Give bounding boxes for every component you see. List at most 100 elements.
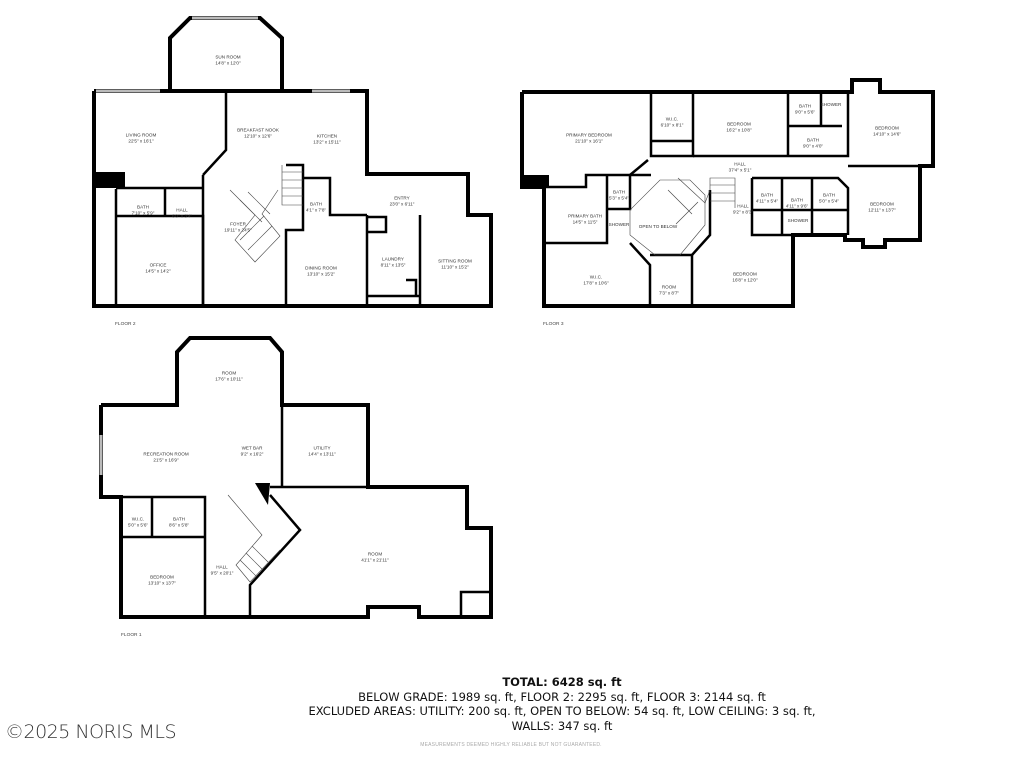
room-label: SHOWER: [788, 218, 809, 224]
room-name: W.I.C.: [131, 516, 145, 522]
disclaimer: MEASUREMENTS DEEMED HIGHLY RELIABLE BUT …: [420, 742, 602, 748]
room-dims: 14'4" x 13'11": [308, 451, 336, 456]
room-label: W.I.C.6'10" x 8'1": [661, 116, 684, 127]
room-dims: 9'0" x 4'0": [802, 143, 824, 148]
room-dims: 14'5" x 11'5": [572, 219, 598, 224]
room-name: SHOWER: [787, 218, 809, 224]
room-name: BEDROOM: [150, 574, 174, 580]
room-name: SITTING ROOM: [438, 258, 472, 264]
room-dims: 6'0" x 3'4": [171, 213, 193, 218]
room-name: BATH: [310, 201, 322, 207]
floor-1-label: FLOOR 1: [121, 633, 142, 638]
room-name: LAUNDRY: [382, 256, 404, 262]
floor-3-label: FLOOR 3: [543, 322, 564, 327]
room-dims: 17'6" x 10'11": [215, 376, 243, 381]
room-name: BATH: [807, 137, 819, 143]
walls-area: WALLS: 347 sq. ft: [511, 718, 613, 733]
floor-3-walls: [520, 78, 935, 308]
room-name: BATH: [823, 192, 835, 198]
room-dims: 23'0" x 6'11": [389, 201, 415, 206]
room-dims: 17'8" x 10'6": [583, 280, 609, 285]
room-dims: 7'3" x 8'7": [658, 290, 680, 295]
floor-areas: BELOW GRADE: 1989 sq. ft, FLOOR 2: 2295 …: [358, 689, 766, 704]
area-summary: TOTAL: 6428 sq. ft BELOW GRADE: 1989 sq.…: [100, 675, 1024, 733]
room-dims: 9'2" x 16'2": [240, 451, 264, 456]
excluded-areas: EXCLUDED AREAS: UTILITY: 200 sq. ft, OPE…: [308, 704, 816, 718]
room-name: OPEN TO BELOW: [638, 224, 678, 230]
room-dims: 8'6" x 5'8": [168, 522, 190, 527]
room-dims: 7'10" x 5'9": [131, 210, 155, 215]
room-dims: 14'10" x 14'6": [873, 131, 901, 136]
staircase: [229, 165, 303, 263]
room-dims: 5'0" x 5'4": [818, 198, 840, 203]
room-name: HALL: [176, 207, 188, 213]
watermark-logo: ©2025 NORIS MLS: [5, 721, 177, 743]
room-name: HALL: [734, 161, 746, 167]
room-name: ROOM: [367, 551, 383, 557]
room-dims: 12'10" x 12'6": [244, 133, 272, 138]
room-name: BATH: [761, 192, 773, 198]
room-dims: 37'4" x 5'1": [728, 167, 752, 172]
staircase: [227, 494, 281, 583]
room-label: W.I.C.17'8" x 10'6": [583, 274, 608, 285]
floor-2-label: FLOOR 2: [115, 322, 136, 327]
room-name: BATH: [613, 189, 625, 195]
room-name: WET BAR: [241, 445, 263, 451]
room-name: W.I.C.: [589, 274, 603, 280]
floor-1-walls: [99, 336, 493, 619]
room-name: BATH: [791, 197, 803, 203]
room-label: SHOWER: [609, 222, 630, 228]
room-dims: 16'8" x 12'0": [732, 277, 758, 282]
room-label: OPEN TO BELOW: [639, 224, 677, 230]
room-dims: 21'5" x 16'9": [153, 457, 179, 462]
room-name: KITCHEN: [316, 133, 338, 139]
room-dims: 11'10" x 15'2": [441, 264, 469, 269]
room-dims: 6'10" x 8'1": [660, 122, 684, 127]
room-name: FOYER: [230, 221, 246, 227]
room-name: BATH: [137, 204, 149, 210]
room-name: ROOM: [661, 284, 677, 290]
room-name: LIVING ROOM: [125, 132, 157, 138]
room-dims: 13'10" x 13'7": [148, 580, 176, 585]
room-name: ROOM: [221, 370, 237, 376]
room-name: BEDROOM: [727, 121, 751, 127]
room-dims: 14'8" x 12'0": [215, 60, 241, 65]
room-name: BATH: [173, 516, 185, 522]
room-name: SHOWER: [608, 222, 630, 228]
room-dims: 4'11" x 9'6": [785, 203, 809, 208]
room-name: HALL: [216, 564, 228, 570]
room-dims: 21'10" x 16'1": [575, 138, 603, 143]
